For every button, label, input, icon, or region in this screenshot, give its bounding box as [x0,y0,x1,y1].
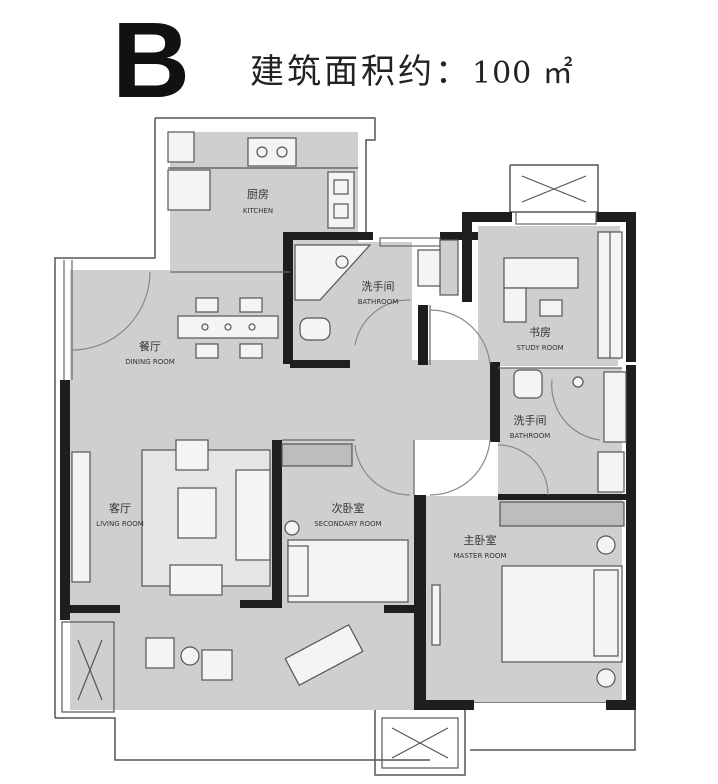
kitchen-label-en: KITCHEN [243,207,273,215]
kitchen-fixtures [167,131,358,229]
secondary-label-cn: 次卧室 [332,501,365,515]
secondary-label-en: SECONDARY ROOM [314,520,381,528]
master-label-en: MASTER ROOM [454,552,507,560]
area-caption: 建筑面积约：100 ㎡ [250,52,574,94]
study-furniture [503,231,623,359]
bathroom1-fixtures [294,239,459,341]
room-labels: 厨房 KITCHEN 餐厅 DINING ROOM 洗手间 BATHROOM 书… [96,188,563,560]
master-label-cn: 主卧室 [464,533,497,547]
walls [60,212,636,710]
bathroom2-fixtures [513,369,627,493]
study-label-cn: 书房 [529,326,551,339]
dining-label-cn: 餐厅 [139,339,161,353]
bathroom1-label-en: BATHROOM [358,298,399,306]
unit-type-letter: B [112,0,190,120]
stove [247,137,297,167]
master-bed [431,501,625,688]
dining-table [177,297,279,359]
kitchen-label-cn: 厨房 [247,188,269,201]
study-floor [478,226,618,366]
living-furniture [71,439,364,686]
corridor-floor [70,360,498,440]
tv-cabinet [71,451,91,583]
balconies [61,175,587,769]
sofa [235,469,271,561]
study-label-en: STUDY ROOM [516,344,563,352]
coffee-table [177,487,217,539]
bathroom1-label-cn: 洗手间 [362,279,395,293]
area-label: 建筑面积约： [250,52,472,92]
area-value: 100 ㎡ [472,56,574,91]
bathroom2-label-en: BATHROOM [510,432,551,440]
door-swings [71,271,601,496]
fridge [167,169,211,211]
living-label-en: LIVING ROOM [96,520,144,528]
bathroom2-label-cn: 洗手间 [514,413,547,427]
toilet [299,317,331,341]
living-label-cn: 客厅 [109,501,131,515]
dining-label-en: DINING ROOM [125,358,175,366]
secondary-bed [281,443,409,603]
